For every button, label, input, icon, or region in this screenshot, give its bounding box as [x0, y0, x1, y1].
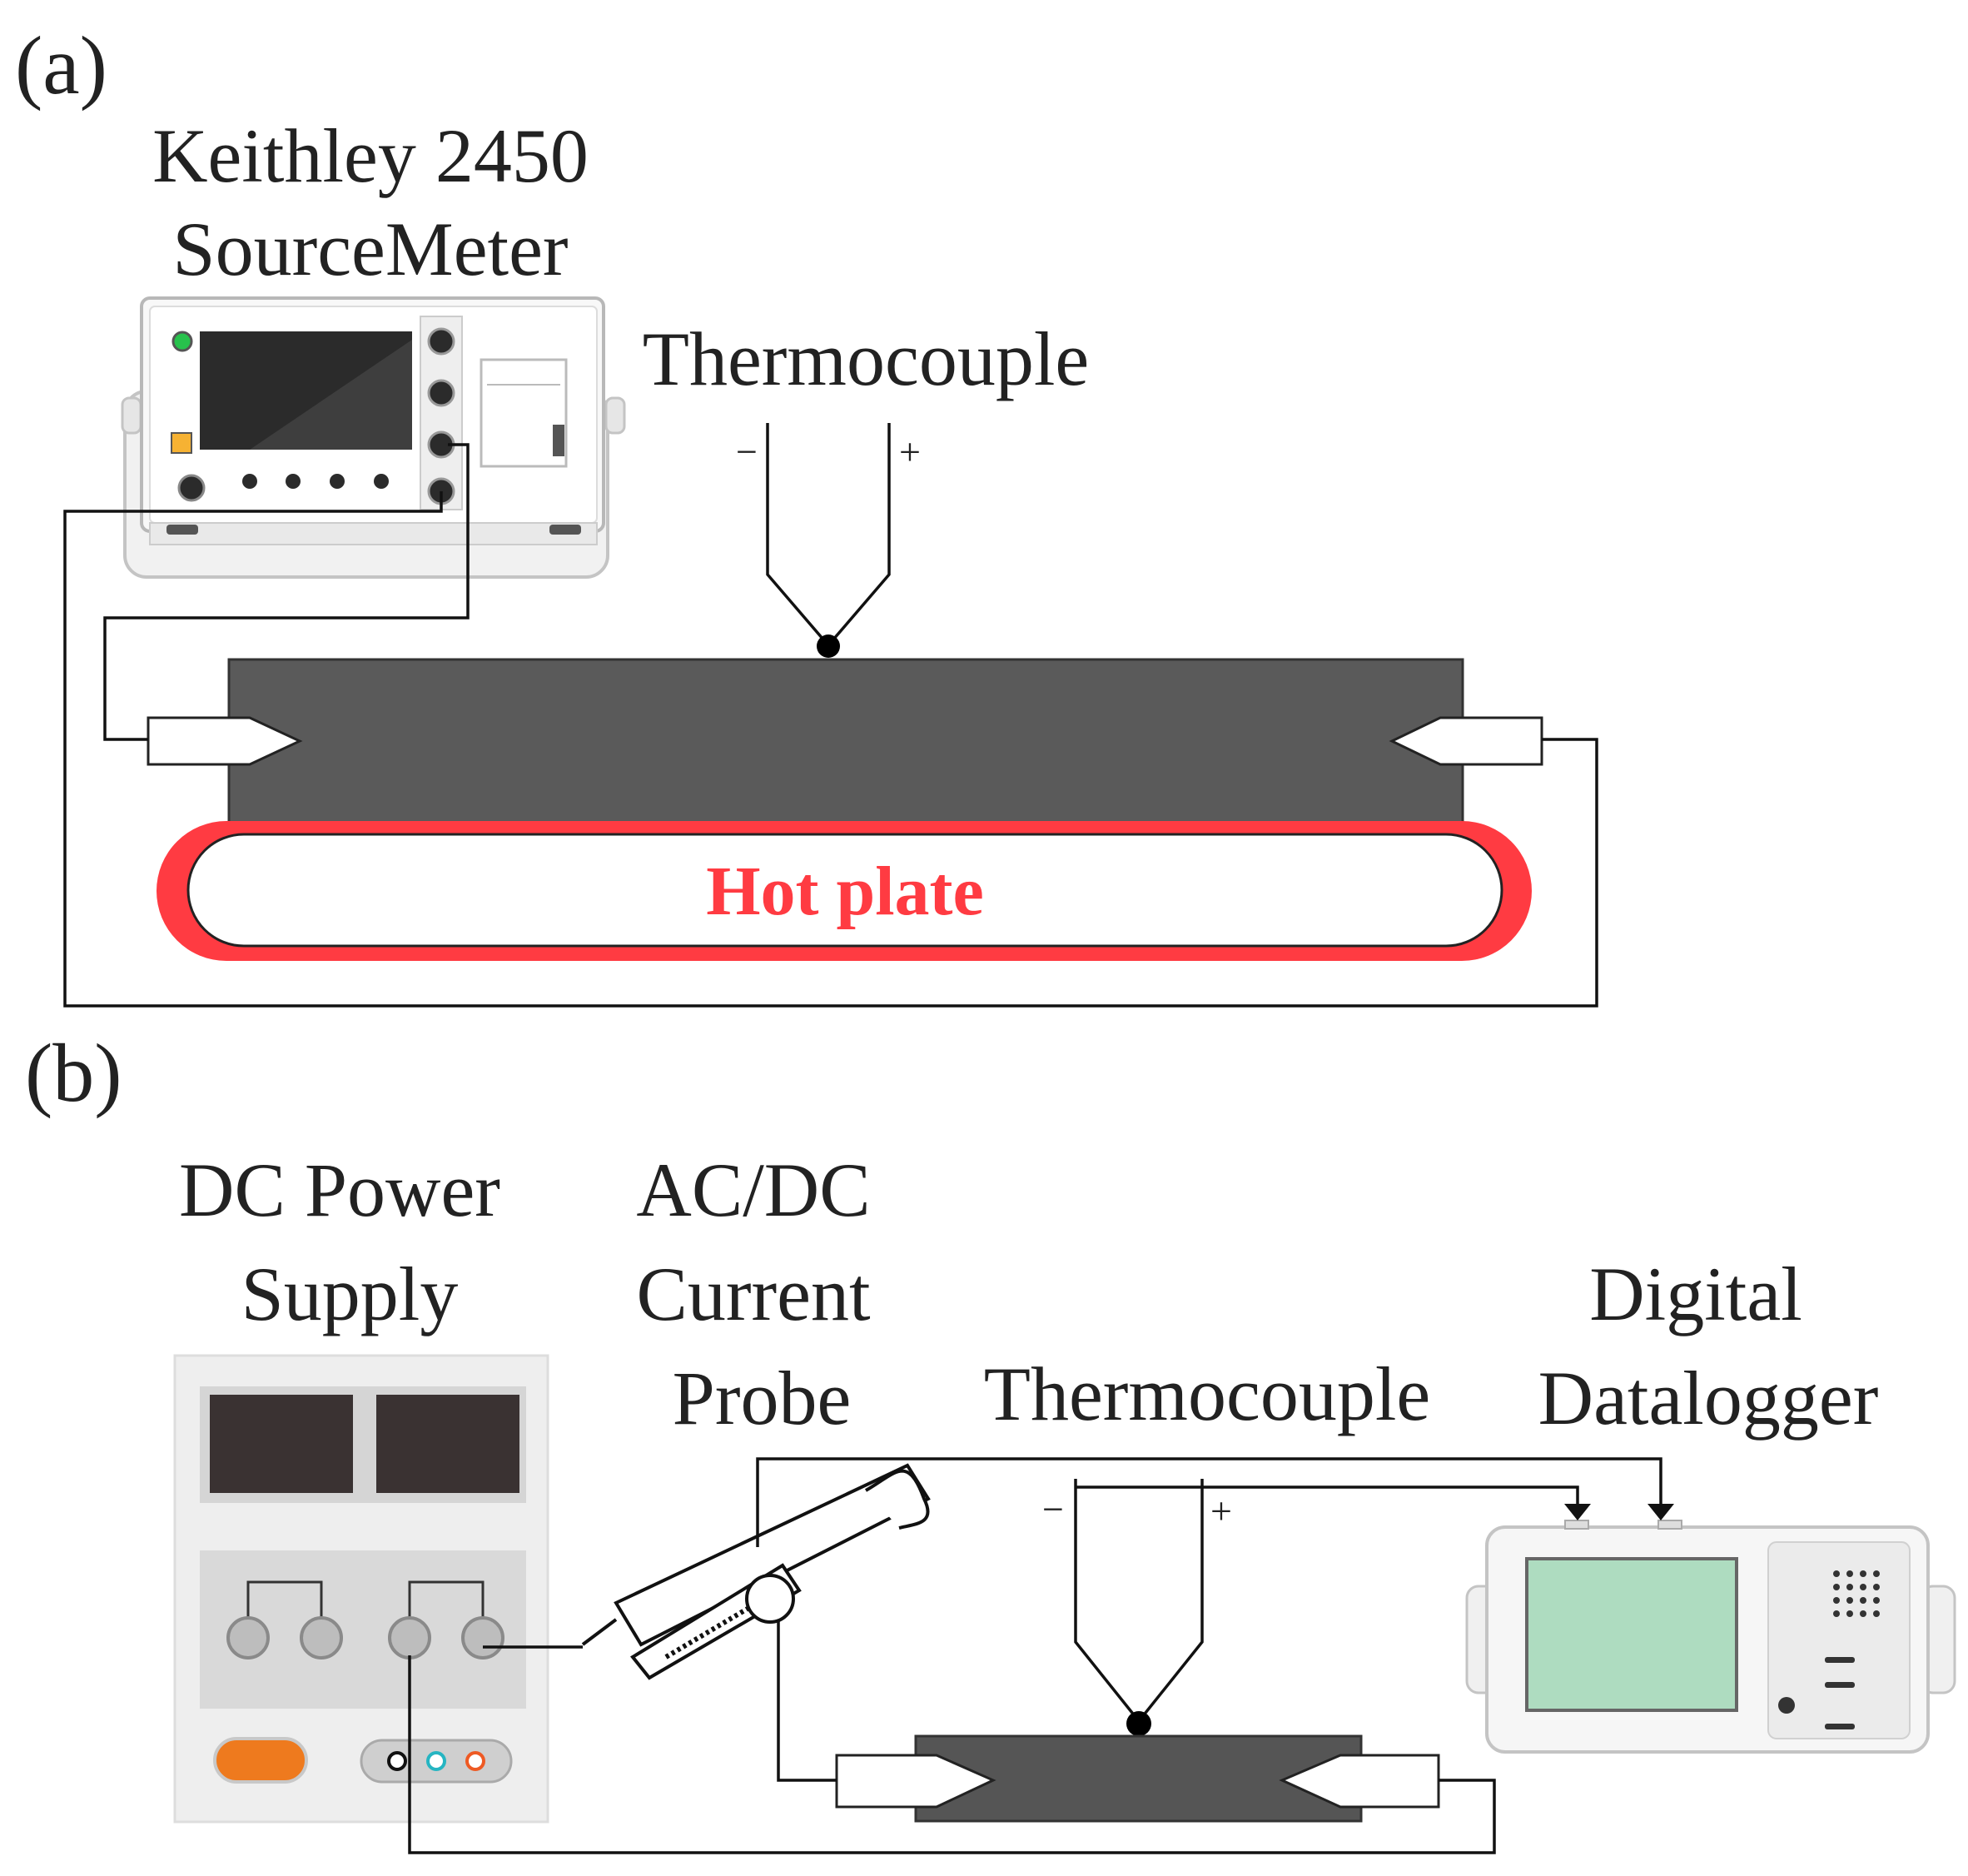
right-electrode-a: [1389, 716, 1543, 766]
sourcemeter-label-line1: Keithley 2450: [152, 113, 589, 198]
power-supply-icon: [173, 1354, 549, 1824]
left-electrode-b: [835, 1754, 996, 1809]
thermocouple-a-label: Thermocouple: [643, 316, 1089, 401]
datalogger-label-line2: Datalogger: [1538, 1356, 1879, 1441]
wiring-b: [408, 1457, 1674, 1854]
wiring-a: [63, 443, 1598, 1008]
power-supply-label-line1: DC Power: [179, 1147, 500, 1232]
power-supply-label-line2: Supply: [241, 1251, 459, 1336]
thermocouple-a-plus: +: [899, 430, 921, 473]
right-electrode-b: [1279, 1754, 1440, 1809]
hot-plate-label: Hot plate: [706, 853, 984, 930]
panel-a-label: (a): [15, 19, 107, 112]
current-probe-label-line1: AC/DC: [636, 1147, 870, 1232]
panel-b-label: (b): [25, 1027, 122, 1119]
datalogger-icon: [1465, 1520, 1956, 1754]
thermocouple-b-probe: [1074, 1479, 1204, 1736]
sourcemeter-icon: [121, 296, 626, 579]
sample-bar-a: [227, 658, 1464, 824]
thermocouple-b-minus: −: [1042, 1488, 1064, 1530]
datalogger-label-line1: Digital: [1589, 1251, 1802, 1336]
thermocouple-a-minus: −: [736, 430, 758, 473]
current-probe-label-line2: Current: [636, 1251, 870, 1336]
hot-plate: [157, 821, 1532, 961]
thermocouple-b-label: Thermocouple: [984, 1351, 1430, 1436]
thermocouple-b-plus: +: [1210, 1490, 1232, 1532]
current-probe-label-line3: Probe: [673, 1356, 852, 1441]
sourcemeter-label-line2: SourceMeter: [172, 207, 568, 291]
left-electrode-a: [147, 716, 303, 766]
current-probe-icon: [581, 1463, 931, 1680]
thermocouple-a-probe: [766, 423, 891, 658]
